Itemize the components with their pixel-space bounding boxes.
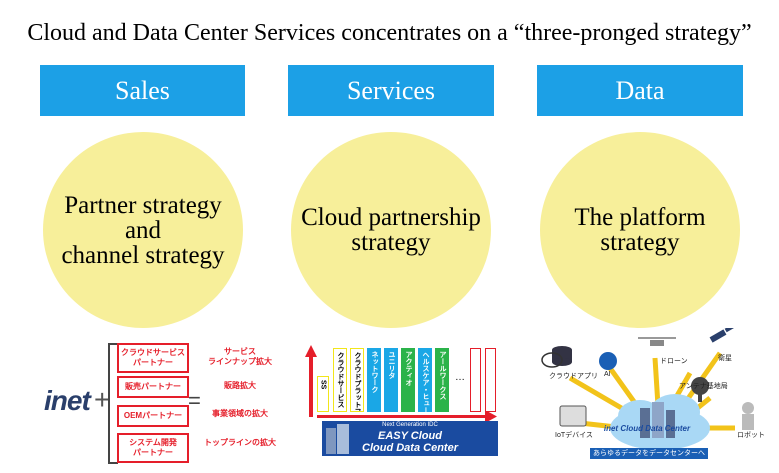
services-oval: Cloud partnership strategy	[291, 132, 491, 328]
service-column-aktio: アクティオ	[401, 348, 415, 412]
building-icon	[326, 424, 349, 454]
sales-strategy-text: Partner strategy and channel strategy	[61, 191, 225, 269]
easy-cloud-banner: Next Generation IDC EASY Cloud Cloud Dat…	[322, 421, 498, 456]
banner-line1: EASY Cloud	[378, 430, 442, 442]
empty-column-2	[485, 348, 496, 412]
partner-bracket	[108, 343, 118, 464]
sales-oval: Partner strategy and channel strategy	[43, 132, 243, 328]
service-column-rworks: アールワークス	[435, 348, 449, 412]
inet-cloud-subtitle: あらゆるデータをデータセンターへ	[590, 448, 708, 459]
inet-logo: inet	[44, 385, 91, 416]
services-header: Services	[288, 65, 494, 116]
data-strategy-text: The platform strategy	[574, 204, 706, 256]
empty-column-1	[470, 348, 481, 412]
label-cloud-app: クラウドアプリ	[549, 373, 598, 380]
result-business-domain: 事業領域の拡大	[212, 409, 268, 418]
partner-box-cloud-service: クラウドサービス パートナー	[117, 343, 189, 373]
service-column-cloud-service: クラウドサービス	[333, 348, 347, 412]
label-robot: ロボット	[737, 432, 765, 439]
data-oval: The platform strategy	[540, 132, 740, 328]
result-top-line: トップラインの拡大	[204, 438, 276, 447]
plus-sign: +	[94, 384, 111, 415]
service-column-network: ネットワーク	[367, 348, 381, 412]
growth-arrows	[305, 345, 497, 423]
services-strategy-text: Cloud partnership strategy	[301, 204, 481, 256]
label-satellite: 衛星	[718, 355, 732, 362]
service-column-cloud-platform: クラウドプラットフォーム	[350, 348, 364, 412]
label-ai: AI	[604, 371, 611, 378]
result-sales-channel: 販路拡大	[224, 381, 256, 390]
partner-box-oem: OEMパートナー	[117, 405, 189, 427]
banner-small-text: Next Generation IDC	[382, 422, 438, 428]
more-columns-ellipsis: …	[455, 372, 465, 383]
equals-sign: =	[188, 388, 201, 413]
iot-network-diagram	[541, 328, 754, 450]
result-service-lineup: サービス ラインナップ拡大	[208, 347, 272, 366]
data-header: Data	[537, 65, 743, 116]
partner-box-sales: 販売パートナー	[117, 376, 189, 398]
service-column-healthcare: ヘルスケア・ヒューマンダイナミクス	[418, 348, 432, 412]
label-iot-device: IoTデバイス	[555, 432, 593, 439]
sales-header: Sales	[40, 65, 245, 116]
page-title: Cloud and Data Center Services concentra…	[27, 20, 752, 46]
inet-cloud-banner: inet Cloud Data Center	[603, 424, 691, 433]
label-antenna: アンテナ基地局	[679, 383, 728, 390]
label-drone: ドローン	[660, 358, 688, 365]
partner-box-system-dev: システム開発 パートナー	[117, 433, 189, 463]
service-column-ss: SS	[317, 376, 329, 412]
service-column-unirita: ユニリタ	[384, 348, 398, 412]
banner-line2: Cloud Data Center	[362, 442, 458, 454]
